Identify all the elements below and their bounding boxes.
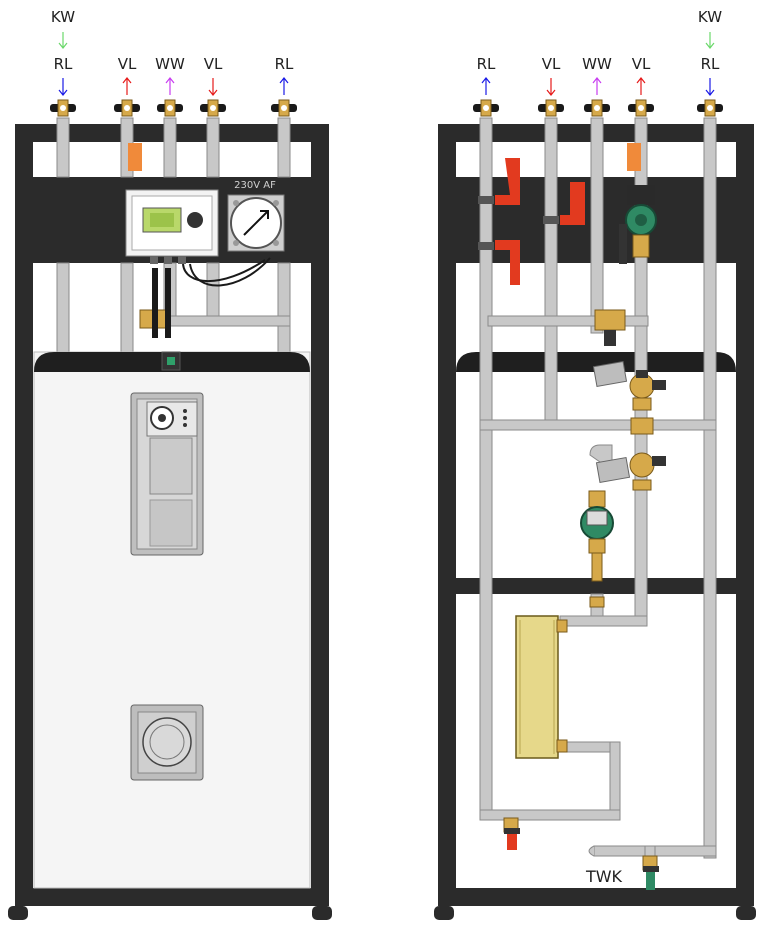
ball-valve-icon bbox=[538, 99, 564, 117]
label-rl-1: RL bbox=[54, 55, 73, 73]
label-vl-1: VL bbox=[542, 55, 561, 73]
left-pipes bbox=[56, 117, 291, 354]
label-ww: WW bbox=[582, 55, 612, 73]
arrow-up-icon bbox=[481, 77, 491, 95]
twk-pipe-end bbox=[588, 845, 595, 857]
ball-valve-icon bbox=[584, 99, 610, 117]
thermostatic-valve-lower bbox=[589, 444, 666, 491]
right-unit: RL VL WW VL KW RL bbox=[434, 8, 756, 920]
label-vl-1: VL bbox=[118, 55, 137, 73]
ball-valve-icon bbox=[114, 99, 140, 117]
orange-tag bbox=[627, 143, 641, 171]
right-pipes bbox=[479, 117, 717, 871]
arrow-up-icon bbox=[636, 77, 646, 95]
arrow-down-icon bbox=[58, 32, 68, 49]
arrow-down-icon bbox=[705, 32, 715, 49]
label-rl-1: RL bbox=[477, 55, 496, 73]
label-vl-2: VL bbox=[632, 55, 651, 73]
label-rl-2: RL bbox=[275, 55, 294, 73]
pressure-gauge-icon bbox=[227, 194, 285, 252]
ball-valve-icon bbox=[157, 99, 183, 117]
label-rl-2: RL bbox=[701, 55, 720, 73]
controller-display-icon bbox=[125, 189, 219, 264]
arrow-up-icon bbox=[165, 77, 175, 95]
circulation-pump-icon bbox=[619, 185, 657, 264]
arrow-down-icon bbox=[208, 78, 218, 96]
label-kw: KW bbox=[698, 8, 722, 26]
arrow-up-icon bbox=[592, 77, 602, 95]
label-kw: KW bbox=[51, 8, 75, 26]
arrow-down-icon bbox=[58, 78, 68, 96]
right-top-valves bbox=[473, 99, 723, 117]
ball-valve-icon bbox=[473, 99, 499, 117]
right-tank-top bbox=[456, 352, 736, 372]
left-top-valves bbox=[50, 99, 297, 117]
arrow-down-icon bbox=[705, 78, 715, 96]
twk-label: TWK bbox=[585, 867, 623, 886]
ball-valve-icon bbox=[697, 99, 723, 117]
ball-valve-icon bbox=[628, 99, 654, 117]
left-unit: KW RL VL WW VL RL bbox=[8, 8, 332, 920]
ball-valve-icon bbox=[200, 99, 226, 117]
drain-valve-red bbox=[503, 817, 520, 850]
left-top-labels: KW RL VL WW VL RL bbox=[51, 8, 294, 73]
ball-valve-icon bbox=[50, 99, 76, 117]
ball-valve-icon bbox=[271, 99, 297, 117]
label-vl-2: VL bbox=[204, 55, 223, 73]
tank-flange bbox=[130, 704, 204, 781]
right-mixing-valve bbox=[594, 309, 626, 346]
thermostatic-valve-upper bbox=[592, 360, 666, 435]
right-top-labels: RL VL WW VL KW RL bbox=[477, 8, 723, 73]
circulation-pump-icon bbox=[580, 490, 614, 608]
heat-exchanger bbox=[515, 615, 568, 759]
arrow-up-icon bbox=[122, 77, 132, 95]
cables bbox=[182, 257, 271, 287]
left-mixing-valve bbox=[139, 268, 171, 338]
right-flow-arrows bbox=[481, 32, 715, 96]
red-handle-valves bbox=[478, 158, 585, 285]
left-flow-arrows bbox=[58, 32, 289, 96]
drain-valve-green bbox=[642, 855, 659, 890]
label-ww: WW bbox=[155, 55, 185, 73]
arrow-up-icon bbox=[279, 77, 289, 95]
terminal-label: 230V AF bbox=[234, 180, 276, 191]
orange-tag bbox=[128, 143, 142, 171]
arrow-down-icon bbox=[546, 78, 556, 96]
tank-control-panel bbox=[130, 392, 204, 556]
